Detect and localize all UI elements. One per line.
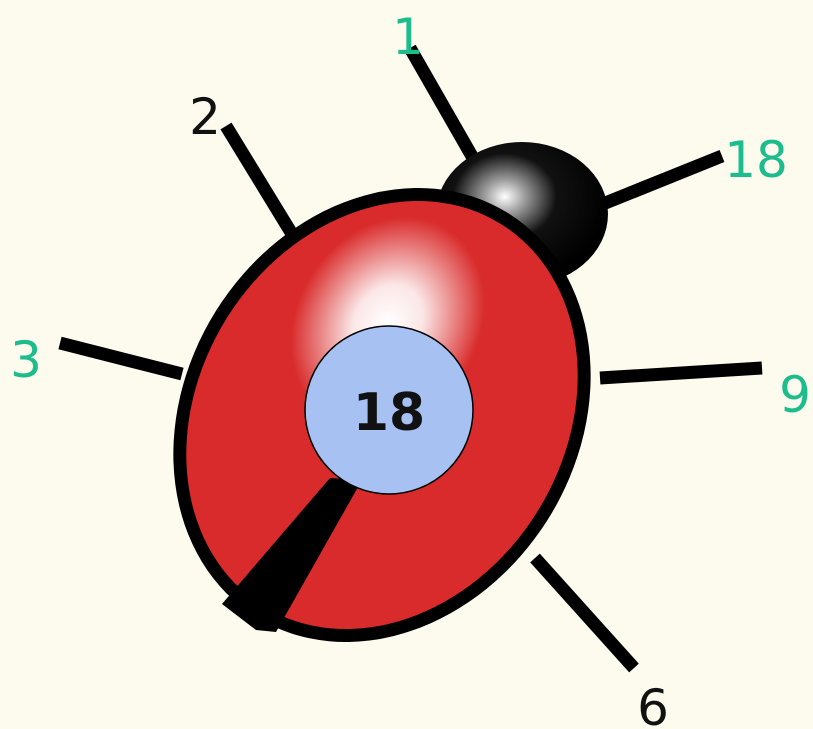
leg-label-left: 3 xyxy=(10,331,42,389)
leg-label-top: 1 xyxy=(392,8,424,66)
leg-left xyxy=(60,343,182,374)
leg-label-upper-right: 18 xyxy=(724,131,788,189)
leg-upper-left xyxy=(226,126,292,234)
leg-label-right: 9 xyxy=(779,366,811,424)
leg-label-upper-left: 2 xyxy=(189,88,221,146)
leg-bottom-right xyxy=(535,558,634,668)
leg-right xyxy=(600,368,762,378)
leg-label-bottom-right: 6 xyxy=(637,679,669,729)
center-number: 18 xyxy=(353,383,425,443)
leg-upper-right xyxy=(588,156,722,210)
